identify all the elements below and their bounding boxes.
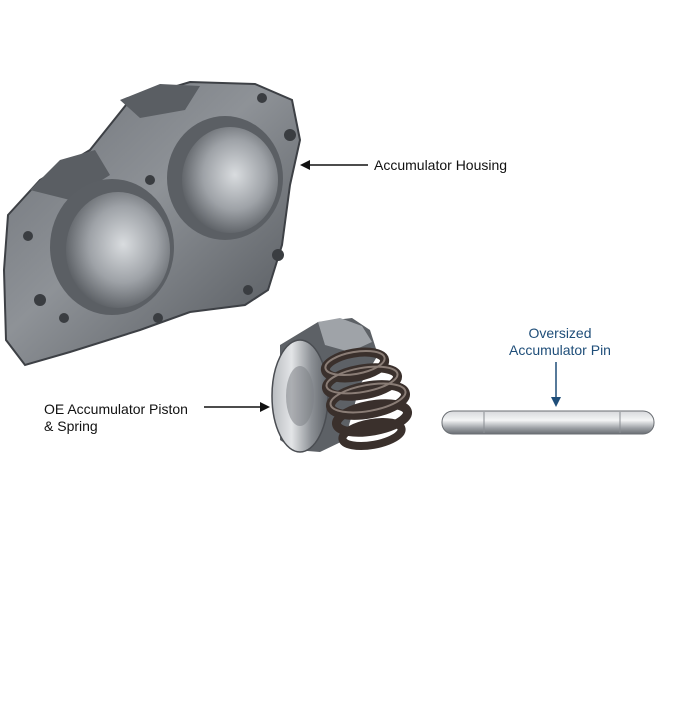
- pin-label-line1: Oversized: [528, 325, 592, 341]
- housing-pointer-arrow: [300, 160, 368, 170]
- accumulator-housing-image: [2, 80, 302, 367]
- piston-pointer-arrow: [204, 402, 270, 412]
- pin-pointer-arrow: [551, 362, 561, 407]
- piston-and-spring-image: [271, 318, 413, 453]
- accumulator-pin-image: [441, 410, 655, 435]
- piston-label-line1: OE Accumulator Piston: [44, 401, 188, 417]
- accumulator-pin-label: Oversized Accumulator Pin: [504, 325, 616, 359]
- accumulator-housing-label: Accumulator Housing: [374, 157, 507, 174]
- pin-label-line2: Accumulator Pin: [509, 342, 611, 358]
- accumulator-housing-text: Accumulator Housing: [374, 157, 508, 173]
- piston-label-line2: & Spring: [44, 418, 98, 434]
- piston-spring-label: OE Accumulator Piston & Spring: [44, 401, 188, 435]
